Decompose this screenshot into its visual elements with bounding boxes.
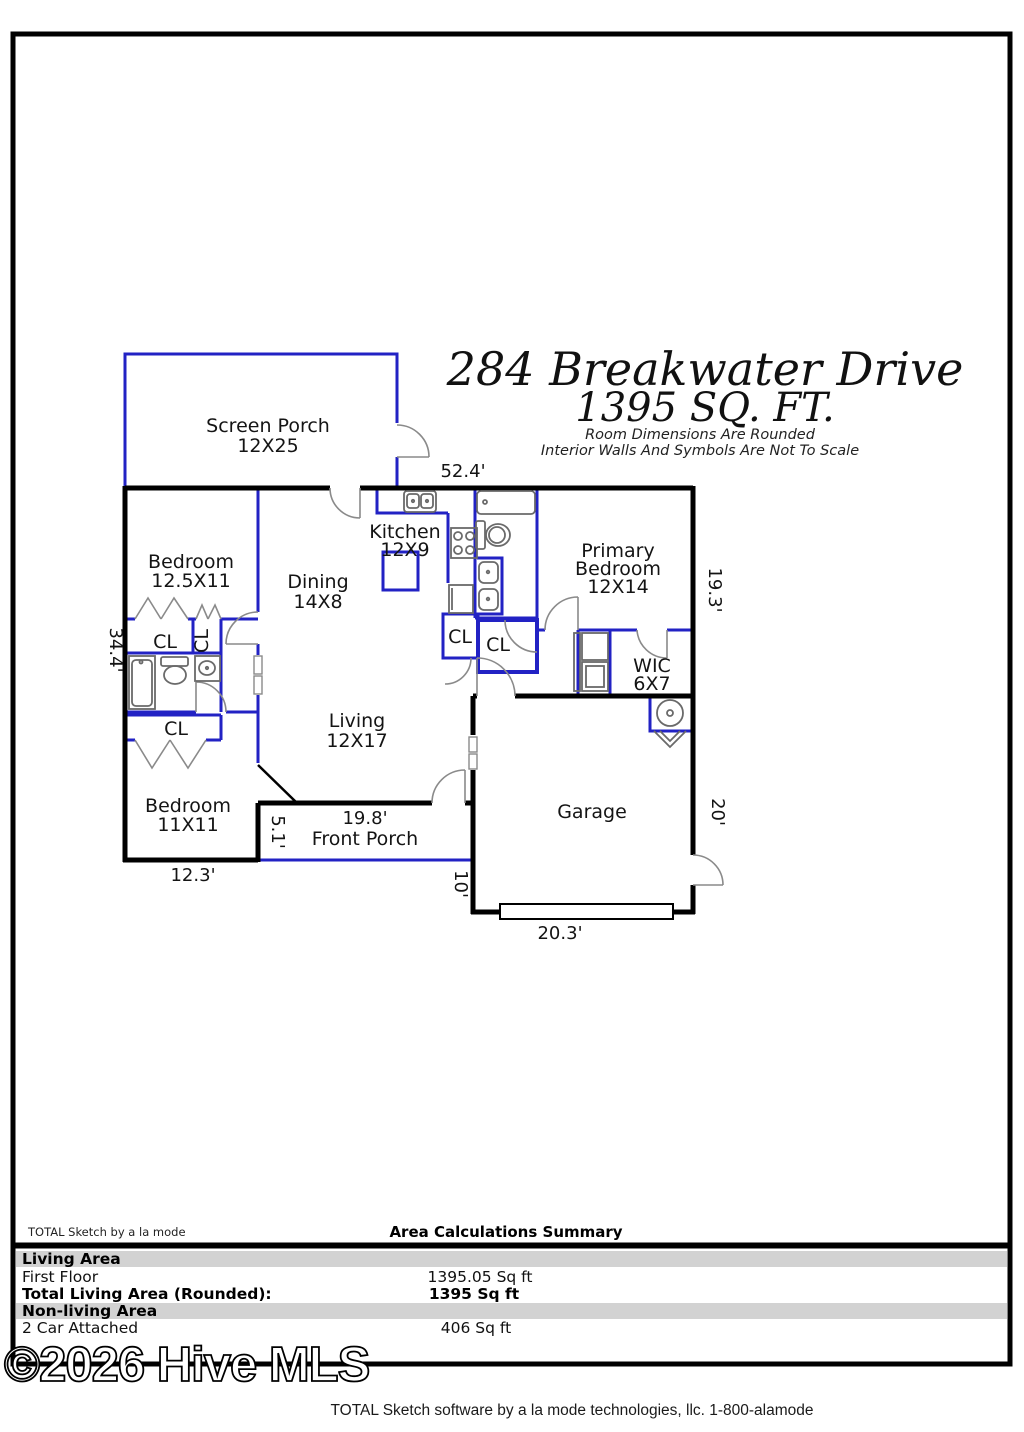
label-closet-4: CL bbox=[448, 626, 472, 648]
left-bath-door bbox=[195, 681, 227, 713]
vanity-counter bbox=[477, 556, 504, 616]
dim-bottom-left: 12.3' bbox=[170, 865, 215, 886]
shower-icon bbox=[128, 655, 156, 710]
mls-watermark: ©2026 Hive MLS bbox=[4, 1338, 369, 1392]
label-dining-dims: 14X8 bbox=[293, 591, 342, 613]
label-bedroom2: Bedroom bbox=[145, 795, 231, 817]
first-floor-label: First Floor bbox=[22, 1268, 99, 1286]
car-attached-label: 2 Car Attached bbox=[22, 1319, 138, 1337]
dim-garage-width: 20.3' bbox=[537, 923, 582, 944]
label-primary-line1: Primary bbox=[581, 540, 654, 562]
sink2-icon bbox=[194, 655, 221, 682]
car-attached-value: 406 Sq ft bbox=[441, 1319, 511, 1337]
kitchen-island bbox=[381, 550, 420, 592]
hall-closet-door bbox=[444, 657, 472, 685]
label-screen-porch: Screen Porch bbox=[206, 415, 330, 437]
porch-exterior-door bbox=[396, 424, 430, 458]
label-closet-2: CL bbox=[191, 629, 213, 653]
closet1-bifold-doors bbox=[134, 596, 189, 620]
label-closet-5: CL bbox=[486, 634, 510, 656]
total-living-label: Total Living Area (Rounded): bbox=[22, 1285, 272, 1303]
closet3-bifold-doors bbox=[134, 739, 207, 770]
dimension-labels: 52.4' 34.4' 19.3' 20' 12.3' 20.3' 10' 5.… bbox=[105, 461, 728, 944]
nonliving-area-band bbox=[16, 1303, 1007, 1319]
screen-porch-walls bbox=[123, 352, 399, 488]
footer-text: TOTAL Sketch software by a la mode techn… bbox=[330, 1402, 813, 1419]
cased-opening-dining bbox=[253, 655, 263, 695]
water-heater-icon bbox=[653, 699, 687, 749]
water-heater-nook bbox=[648, 696, 693, 733]
garage-door bbox=[499, 903, 674, 920]
washer-dryer-icon bbox=[573, 632, 609, 692]
garage-side-door bbox=[692, 854, 724, 886]
cased-opening-living bbox=[467, 736, 479, 770]
dim-left-height: 34.4' bbox=[105, 627, 126, 672]
title-note-1: Room Dimensions Are Rounded bbox=[585, 427, 816, 443]
summary-title: Area Calculations Summary bbox=[389, 1223, 622, 1241]
toilet2-icon bbox=[160, 656, 189, 685]
primary-wic-walls bbox=[537, 628, 693, 694]
label-garage: Garage bbox=[557, 801, 627, 823]
total-living-value: 1395 Sq ft bbox=[429, 1285, 520, 1303]
label-wic-dims: 6X7 bbox=[633, 673, 670, 695]
label-living-dims: 12X17 bbox=[326, 730, 387, 752]
first-floor-value: 1395.05 Sq ft bbox=[428, 1268, 533, 1286]
label-screen-porch-dims: 12X25 bbox=[237, 435, 298, 457]
title-block: 284 Breakwater Drive 1395 SQ. FT. Room D… bbox=[446, 342, 964, 459]
stove-icon bbox=[450, 527, 478, 559]
label-bedroom2-dims: 11X11 bbox=[157, 814, 218, 836]
interior-walls bbox=[123, 352, 693, 862]
bathtub-icon bbox=[476, 490, 536, 515]
closet2-bifold-doors bbox=[195, 602, 222, 620]
door-arcs bbox=[134, 424, 724, 886]
center-bath-door bbox=[504, 619, 538, 653]
label-kitchen-dims: 12X9 bbox=[380, 539, 429, 561]
dim-top-width: 52.4' bbox=[440, 461, 485, 482]
label-closet-3: CL bbox=[164, 718, 188, 740]
room-labels: Screen Porch 12X25 Kitchen 12X9 Dining 1… bbox=[145, 415, 671, 850]
porch-dining-door bbox=[329, 487, 361, 519]
dim-garage-height: 20' bbox=[707, 798, 728, 826]
label-kitchen: Kitchen bbox=[369, 521, 440, 543]
living-area-label: Living Area bbox=[22, 1250, 121, 1268]
label-bedroom1-dims: 12.5X11 bbox=[151, 570, 231, 592]
kitchen-counter-walls bbox=[375, 488, 450, 583]
kitchen-sink-icon bbox=[403, 490, 437, 513]
page-title: 284 Breakwater Drive bbox=[446, 342, 964, 396]
wic-door bbox=[636, 629, 668, 659]
sketch-brand: TOTAL Sketch by a la mode bbox=[27, 1225, 186, 1239]
label-primary-dims: 12X14 bbox=[587, 576, 648, 598]
dim-garage-side: 10' bbox=[450, 870, 471, 898]
label-wic: WIC bbox=[633, 655, 671, 677]
summary-table: TOTAL Sketch by a la mode Area Calculati… bbox=[16, 1223, 1007, 1337]
dim-porch-depth: 5.1' bbox=[267, 815, 288, 849]
front-door bbox=[431, 769, 466, 804]
label-living: Living bbox=[329, 710, 386, 732]
primary-bedroom-door bbox=[544, 596, 579, 631]
label-closet-1: CL bbox=[153, 631, 177, 653]
divider-hall-door bbox=[225, 611, 259, 645]
page-frame bbox=[10, 31, 1013, 1367]
toilet-icon bbox=[475, 520, 511, 550]
label-primary-line2: Bedroom bbox=[575, 558, 661, 580]
garage-entry-door bbox=[476, 657, 516, 697]
kitchen-cabinet bbox=[448, 584, 474, 614]
label-dining: Dining bbox=[287, 571, 348, 593]
exterior-walls bbox=[122, 485, 696, 915]
living-area-band bbox=[16, 1251, 1007, 1267]
nonliving-area-label: Non-living Area bbox=[22, 1302, 157, 1320]
left-bath-walls bbox=[125, 710, 258, 742]
page-sqft: 1395 SQ. FT. bbox=[575, 385, 834, 431]
dim-right-upper: 19.3' bbox=[704, 567, 725, 612]
dim-porch-width: 19.8' bbox=[342, 808, 387, 829]
label-front-porch: Front Porch bbox=[312, 828, 418, 850]
title-note-2: Interior Walls And Symbols Are Not To Sc… bbox=[541, 443, 859, 459]
vanity-sinks-icon bbox=[478, 561, 499, 611]
living-corner-diagonal bbox=[257, 764, 298, 804]
fixtures bbox=[128, 490, 687, 920]
label-bedroom1: Bedroom bbox=[148, 551, 234, 573]
closet-row-walls bbox=[125, 617, 258, 712]
